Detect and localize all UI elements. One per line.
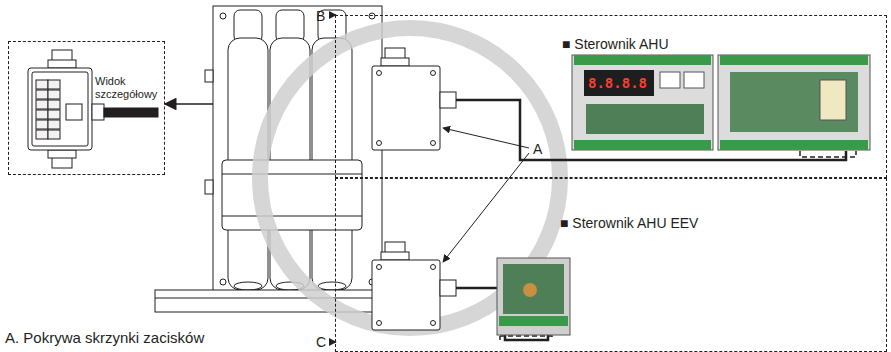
- leader-line: [443, 153, 529, 262]
- callout-letter: B: [316, 8, 325, 24]
- bracket: [800, 151, 856, 157]
- display-digits: 8.8.8.8: [588, 75, 647, 91]
- controller-heading: ■ Sterownik AHU: [562, 36, 669, 53]
- view-title: Widok szczegółowy: [95, 75, 161, 101]
- terminal-box-detail: [28, 50, 158, 168]
- detail-view-box: Widok szczegółowy: [8, 41, 165, 175]
- controller-region: ■ Sterownik AHU EEV: [335, 178, 887, 352]
- callout-letter: A: [533, 141, 542, 157]
- leader-line: [443, 128, 529, 148]
- unit-drawing: [155, 6, 385, 312]
- junction-box: [372, 48, 456, 330]
- callout-letter: C: [316, 334, 326, 350]
- note-text: A. Pokrywa skrzynki zacisków: [5, 330, 204, 346]
- controller-heading: ■ Sterownik AHU EEV: [560, 215, 698, 232]
- controller-picture: [497, 55, 870, 335]
- bracket: [500, 336, 552, 340]
- controller-region: ■ Sterownik AHU: [335, 15, 887, 178]
